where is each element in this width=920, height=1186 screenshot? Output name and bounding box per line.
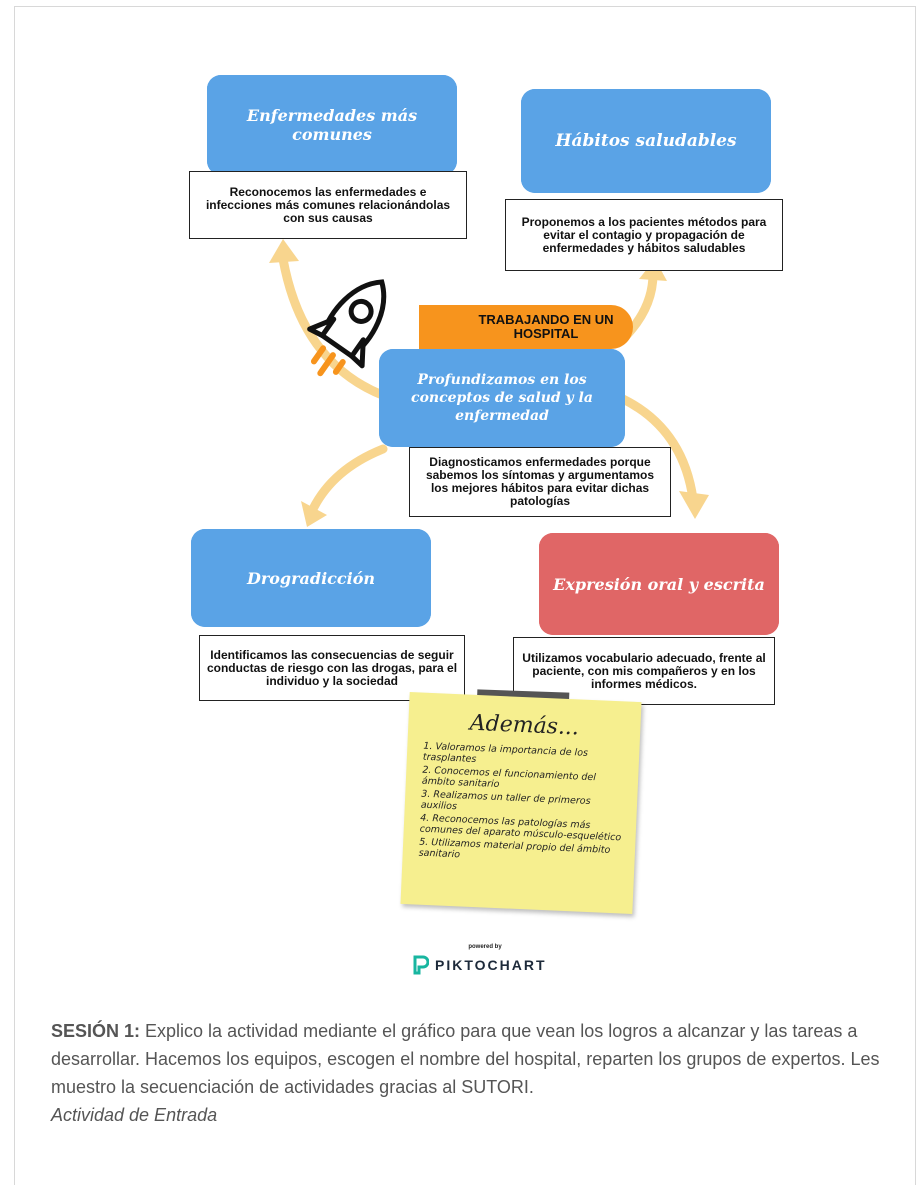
card-drogradiccion-title: Drogradicción bbox=[186, 524, 436, 632]
connector-arrows bbox=[269, 239, 709, 527]
caption-lead: SESIÓN 1: bbox=[51, 1021, 141, 1041]
card-expresion-title: Expresión oral y escrita bbox=[534, 528, 784, 640]
content-frame: Enfermedades más comunes Reconocemos las… bbox=[14, 6, 916, 1185]
caption-body: Explico la actividad mediante el gráfico… bbox=[51, 1021, 880, 1097]
card-enfermedades-title: Enfermedades más comunes bbox=[202, 70, 462, 180]
piktochart-logo-text: PIKTOCHART bbox=[435, 957, 547, 973]
arrow-to-bottom-left bbox=[308, 444, 388, 514]
card-conceptos-title: Profundizamos en los conceptos de salud … bbox=[374, 344, 630, 452]
sticky-note: Además... 1. Valoramos la importancia de… bbox=[400, 692, 642, 914]
card-enfermedades-text: Reconocemos las enfermedades e infeccion… bbox=[189, 171, 467, 239]
piktochart-logo[interactable]: PIKTOCHART bbox=[413, 953, 547, 977]
caption-activity-label: Actividad de Entrada bbox=[51, 1105, 218, 1125]
infographic: Enfermedades más comunes Reconocemos las… bbox=[183, 49, 784, 909]
arrow-to-bottom-right bbox=[618, 394, 698, 504]
note-list: 1. Valoramos la importancia de los trasp… bbox=[418, 741, 627, 870]
powered-by-label: powered by bbox=[468, 944, 502, 950]
hospital-banner: TRABAJANDO EN UN HOSPITAL bbox=[419, 305, 633, 349]
rocket-icon bbox=[307, 279, 387, 377]
card-conceptos-text: Diagnosticamos enfermedades porque sabem… bbox=[409, 447, 671, 517]
card-habitos-title: Hábitos saludables bbox=[516, 84, 776, 198]
note-title: Además... bbox=[469, 710, 580, 741]
card-habitos-text: Proponemos a los pacientes métodos para … bbox=[505, 199, 783, 271]
card-drogradiccion-text: Identificamos las consecuencias de segui… bbox=[199, 635, 465, 701]
session-caption: SESIÓN 1: Explico la actividad mediante … bbox=[51, 1017, 911, 1129]
piktochart-logo-icon bbox=[413, 955, 429, 975]
card-expresion-text: Utilizamos vocabulario adecuado, frente … bbox=[513, 637, 775, 705]
